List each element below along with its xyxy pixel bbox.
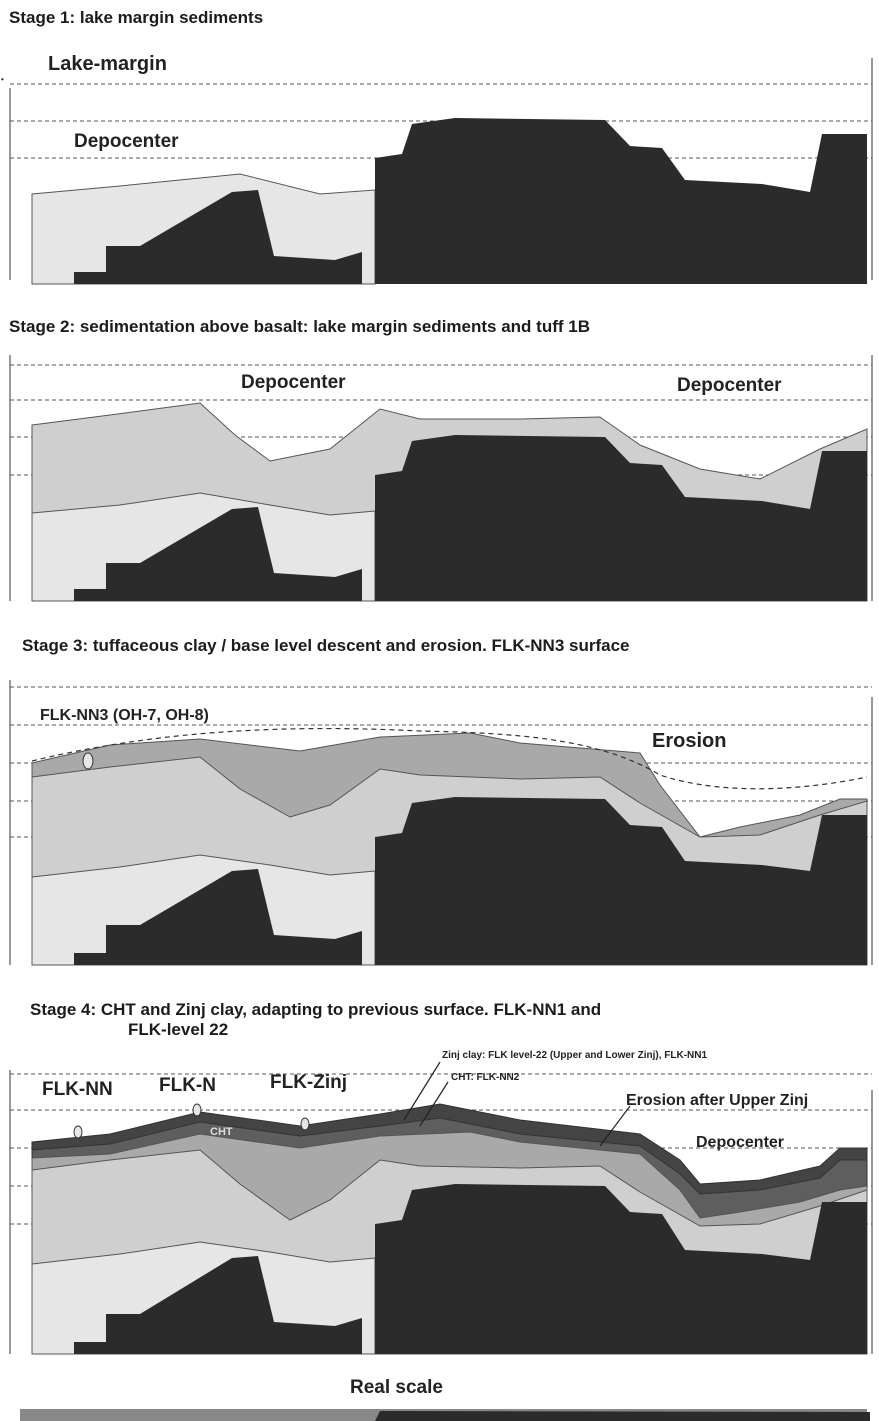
stage-4-zinj-pointer xyxy=(403,1061,441,1121)
stage-3-basalt-block xyxy=(375,797,867,965)
stage-4-cht-pointer xyxy=(419,1081,449,1127)
stage-2-basalt xyxy=(74,507,362,601)
stage-4-title-line-2: FLK-level 22 xyxy=(128,1020,229,1039)
stage-1-lake-margin-label: Lake-margin xyxy=(48,53,167,75)
stage-1-title: Stage 1: lake margin sediments xyxy=(9,8,264,27)
stage-4-title-line-1: Stage 4: CHT and Zinj clay, adapting to … xyxy=(30,1000,602,1019)
stage-2-axes xyxy=(9,355,873,601)
stage-1-basalt xyxy=(74,190,362,284)
stage-3-site-label: FLK-NN3 (OH-7, OH-8) xyxy=(40,707,209,724)
stage-1-basalt-block xyxy=(375,118,867,284)
stage-1-depocenter-label: Depocenter xyxy=(74,131,179,152)
stage-3-cross-section xyxy=(9,680,873,966)
stage-1-cross-section: • xyxy=(1,58,873,285)
stage-3-title: Stage 3: tuffaceous clay / base level de… xyxy=(22,636,630,655)
stage-3-axes xyxy=(9,680,873,965)
real-scale-basalt xyxy=(375,1411,870,1421)
stage-3-site-marker xyxy=(82,752,94,770)
stage-4-cht-layer-label: CHT xyxy=(210,1126,233,1138)
stage-4-erosion-pointer xyxy=(599,1105,631,1147)
stage-4-cross-section xyxy=(9,1061,873,1355)
stage-2-depocenter-right-label: Depocenter xyxy=(677,375,782,396)
stage-2-title: Stage 2: sedimentation above basalt: lak… xyxy=(9,317,590,336)
svg-text:•: • xyxy=(1,75,4,84)
stage-4-site-flk-n: FLK-N xyxy=(159,1075,216,1096)
stage-4-zinj-note: Zinj clay: FLK level-22 (Upper and Lower… xyxy=(442,1050,708,1061)
stage-4-cht-note: CHT: FLK-NN2 xyxy=(451,1072,520,1083)
stage-2-cross-section xyxy=(9,355,873,602)
stage-4-basalt-block xyxy=(375,1184,867,1354)
stage-3-basalt xyxy=(74,869,362,965)
stage-4-axes xyxy=(9,1070,873,1354)
real-scale-title: Real scale xyxy=(350,1377,443,1398)
stage-1-gridlines xyxy=(10,83,872,159)
stage-3-erosion-line xyxy=(31,727,868,790)
stage-4-site-marker-1 xyxy=(73,1125,83,1139)
stage-4-erosion-note: Erosion after Upper Zinj xyxy=(626,1092,809,1109)
stage-3-erosion-label: Erosion xyxy=(652,730,727,752)
stage-4-depocenter-label: Depocenter xyxy=(696,1134,785,1151)
stage-4-site-marker-2 xyxy=(192,1103,202,1117)
stage-4-title: Stage 4: CHT and Zinj clay, adapting to … xyxy=(30,1000,601,1040)
stage-1-ticks: • xyxy=(1,75,4,84)
real-scale-strip xyxy=(20,1409,870,1421)
stage-4-basalt xyxy=(74,1256,362,1354)
stage-4-site-flk-nn: FLK-NN xyxy=(42,1079,113,1100)
stage-2-depocenter-left-label: Depocenter xyxy=(241,372,346,393)
stage-4-site-marker-3 xyxy=(300,1117,310,1131)
stage-4-site-flk-zinj: FLK-Zinj xyxy=(270,1072,348,1093)
stage-2-basalt-block xyxy=(375,435,867,601)
